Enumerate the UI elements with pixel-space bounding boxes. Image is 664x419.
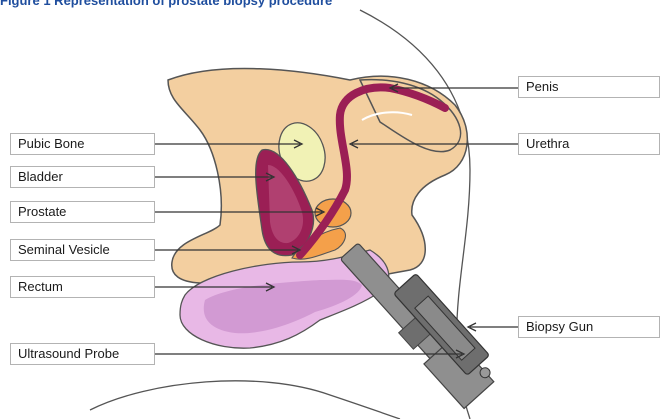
buttock-outline xyxy=(90,381,400,419)
label-seminal-vesicle: Seminal Vesicle xyxy=(10,239,155,261)
label-urethra: Urethra xyxy=(518,133,660,155)
label-bladder: Bladder xyxy=(10,166,155,188)
label-pubic-bone: Pubic Bone xyxy=(10,133,155,155)
label-penis: Penis xyxy=(518,76,660,98)
label-biopsy-gun: Biopsy Gun xyxy=(518,316,660,338)
label-ultrasound-probe: Ultrasound Probe xyxy=(10,343,155,365)
label-prostate: Prostate xyxy=(10,201,155,223)
label-rectum: Rectum xyxy=(10,276,155,298)
